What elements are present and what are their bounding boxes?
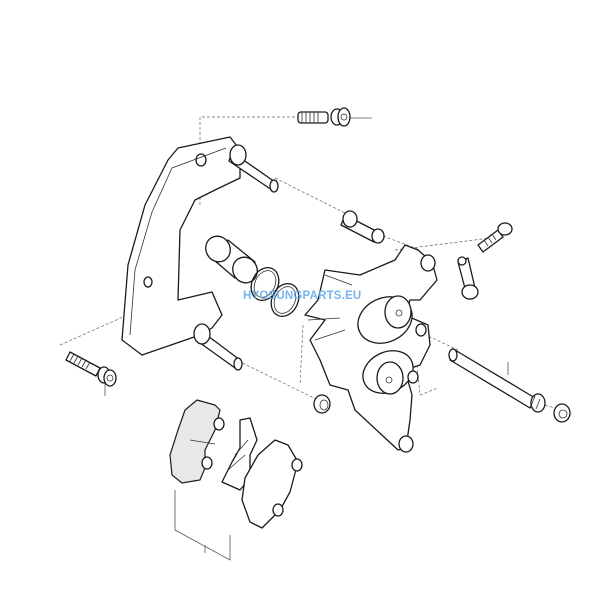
caliper-bracket <box>121 136 279 371</box>
bracket-bolt-left <box>65 351 117 387</box>
piston <box>205 235 258 284</box>
watermark-text: HYOSUNGPARTS.EU <box>243 290 362 302</box>
pin-boot <box>340 210 385 244</box>
lower-boot <box>313 394 331 414</box>
bleed-screw <box>477 222 513 253</box>
caliper-body <box>304 244 438 453</box>
bleed-cap <box>457 256 479 300</box>
bracket-bolt-top <box>297 107 351 127</box>
pad-pin <box>448 348 546 413</box>
seal-rings <box>250 266 300 318</box>
pin-plug <box>553 403 571 423</box>
brake-pad-inner <box>169 399 225 484</box>
brake-pad-outer <box>241 439 303 529</box>
